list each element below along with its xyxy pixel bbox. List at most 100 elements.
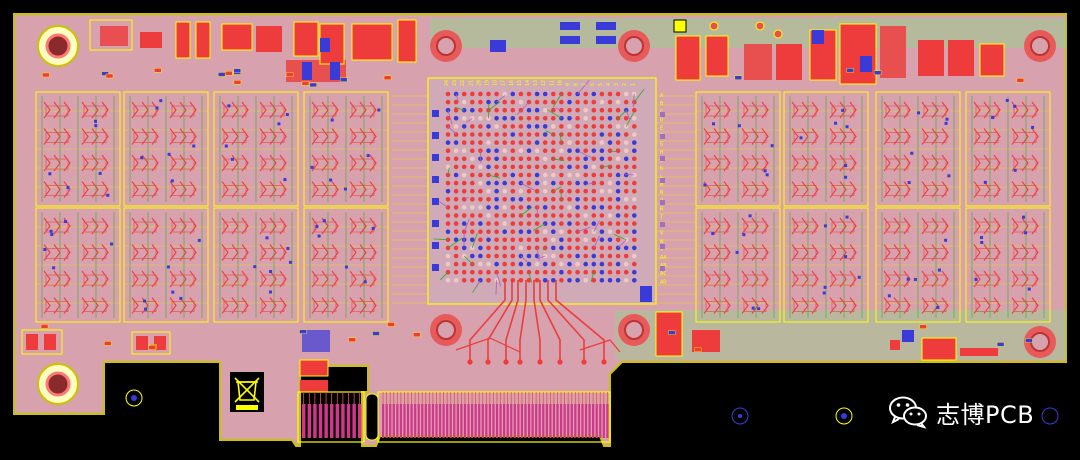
bga-ball [478,180,483,186]
bga-ball [583,124,588,129]
bga-ball [518,99,524,105]
bga-ball [615,253,621,259]
bga-ball [559,237,564,243]
bga-ball [445,91,451,97]
bga-ball [461,269,467,275]
bga-ball [494,221,499,226]
bga-ball [486,237,491,243]
bga-ball [470,99,475,105]
bga-ball [526,132,532,137]
bga-col-label: 2 [622,83,628,86]
bga-ball [632,124,637,129]
bga-ball [542,253,548,259]
connector-finger [431,404,435,438]
bga-ball [534,221,540,226]
connector-finger [442,404,445,438]
bga-ball [470,124,475,129]
bga-ball [551,116,556,121]
bga-ball [494,116,499,121]
bga-ball [494,91,499,97]
bga-ball [502,116,508,121]
bga-ball [559,261,564,267]
bga-ball [575,278,580,283]
bga-ball [559,221,564,226]
bga-ball [494,213,499,218]
wechat-icon [889,396,927,429]
bga-ball [518,237,524,243]
bga-ball [591,278,597,283]
bga-ball [478,213,483,218]
bga-ball [615,148,621,153]
bga-ball [542,132,548,137]
bga-col-label: 15 [517,80,523,86]
bga-ball [461,148,467,153]
connector-finger [446,404,449,438]
connector-finger [560,404,563,438]
bga-ball [486,188,491,194]
bga-ball [470,213,475,218]
bga-ball [551,180,556,186]
bga-ball [575,132,580,137]
bga-ball [599,99,605,105]
bga-ball [567,140,572,145]
bga-ball [494,156,499,162]
bga-ball [599,107,605,113]
bga-ball [502,253,508,259]
bga-ball [632,229,637,234]
bga-ball [542,116,548,121]
bga-ball [534,188,540,194]
bga-ball [615,213,621,218]
bga-ball [526,213,532,218]
bga-ball [607,116,613,121]
bga-ball [623,148,629,153]
connector-finger [456,404,459,438]
bga-col-label: 11 [549,80,555,86]
bga-ball [632,261,637,267]
bga-ball [607,261,613,267]
bga-ball [494,124,499,129]
connector-finger [449,404,452,438]
bga-ball [542,197,548,202]
connector-finger [302,404,306,438]
bga-ball [494,205,499,210]
bga-ball [478,132,483,137]
connector-finger [503,404,506,438]
bga-ball [510,148,516,153]
bga-ball [583,213,588,218]
bga-ball [510,237,516,243]
connector-finger [313,404,317,438]
bga-ball [518,140,524,145]
bga-ball [559,124,564,129]
bga-ball [461,180,467,186]
bga-col-label: 24 [444,80,450,86]
mounting-holes [37,25,1056,405]
bga-ball [591,124,597,129]
bga-ball [583,278,588,283]
memory-module [213,91,299,207]
bga-ball [445,188,451,194]
bga-ball [445,180,451,186]
bga-ball [453,229,459,234]
bga-ball [534,229,540,234]
bga-col-label: 21 [468,80,474,86]
connector-finger [414,404,417,438]
bga-ball [623,197,629,202]
memory-module [35,207,121,323]
bga-ball [607,269,613,275]
bga-ball [486,278,491,283]
bga-ball [502,180,508,186]
connector-finger [324,404,328,438]
bga-ball [526,91,532,97]
bga-ball [567,269,572,275]
bga-ball [542,140,548,145]
bga-ball [559,245,564,251]
bga-ball [534,156,540,162]
bga-col-label: 23 [452,80,458,86]
bga-ball [559,278,564,283]
bga-ball [453,148,459,153]
bga-ball [478,261,483,267]
bga-ball [510,205,516,210]
bga-ball [494,229,499,234]
bga-ball [518,164,524,170]
bga-col-label: 1 [630,83,636,86]
